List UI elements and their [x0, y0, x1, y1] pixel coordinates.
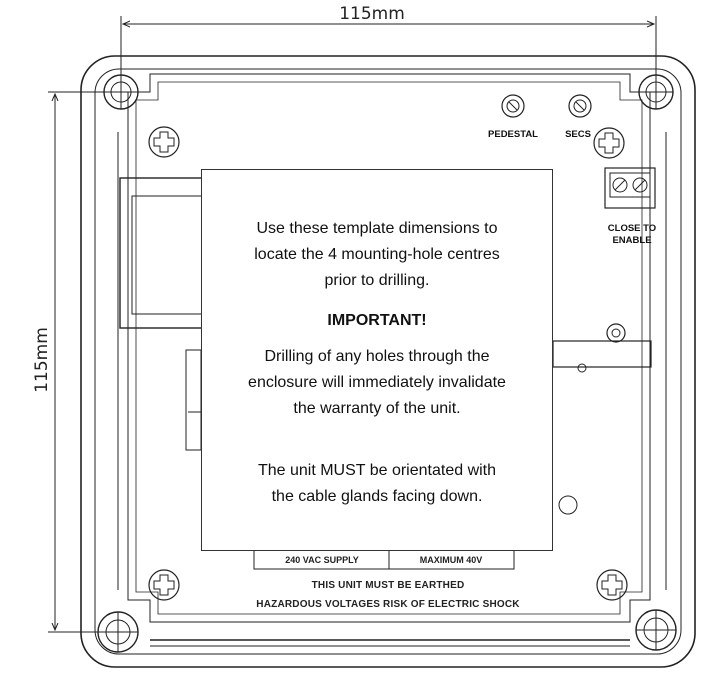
plate-left-text: 240 VAC SUPPLY: [285, 555, 359, 565]
note-line-8: the cable glands facing down.: [271, 488, 483, 505]
secs-label: SECS: [565, 129, 591, 140]
vertical-dimension-label: 115mm: [32, 327, 52, 393]
plate-right-text: MAXIMUM 40V: [420, 555, 483, 565]
note-line-6: the warranty of the unit.: [293, 400, 461, 417]
terminal-block: [604, 167, 656, 209]
note-line-3: prior to drilling.: [324, 272, 430, 289]
pedestal-potentiometer: [501, 94, 525, 118]
instruction-note: Use these template dimensions to locate …: [201, 169, 553, 551]
note-important-heading: IMPORTANT!: [327, 312, 427, 329]
note-line-7: The unit MUST be orientated with: [257, 462, 497, 479]
close-to-label: CLOSE TO: [608, 223, 656, 234]
screw-bottom-left: [148, 569, 180, 601]
screw-bottom-right: [596, 569, 628, 601]
mounting-hole-top-left: [103, 74, 139, 110]
mounting-hole-top-right: [638, 74, 674, 110]
note-line-1: Use these template dimensions to: [256, 220, 498, 237]
horizontal-dimension-label: 115mm: [339, 4, 405, 24]
warning-line-1: THIS UNIT MUST BE EARTHED: [312, 580, 465, 591]
screw-top-left: [148, 126, 180, 158]
mounting-hole-bottom-right: [635, 609, 677, 651]
note-line-2: locate the 4 mounting-hole centres: [254, 246, 500, 263]
enable-label: ENABLE: [612, 235, 651, 246]
pedestal-label: PEDESTAL: [488, 129, 538, 140]
secs-potentiometer: [568, 94, 592, 118]
warning-line-2: HAZARDOUS VOLTAGES RISK OF ELECTRIC SHOC…: [256, 599, 520, 610]
note-line-4: Drilling of any holes through the: [264, 348, 490, 365]
mounting-hole-bottom-left: [97, 611, 139, 653]
note-line-5: enclosure will immediately invalidate: [248, 374, 506, 391]
horizontal-dimension: [120, 16, 657, 78]
screw-top-right: [593, 127, 625, 159]
